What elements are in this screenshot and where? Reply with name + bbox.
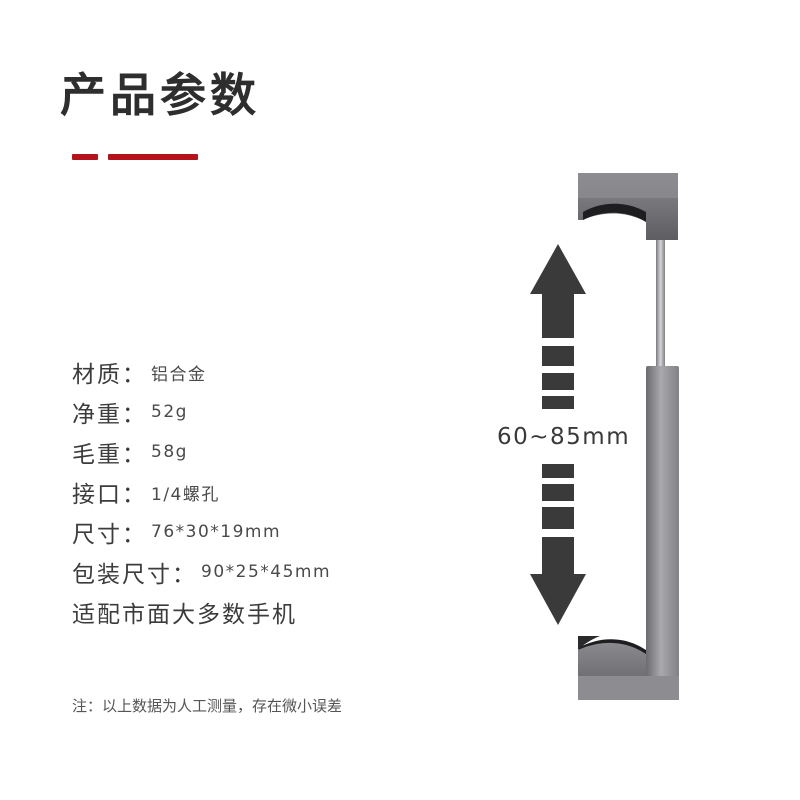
spec-label: 包装尺寸	[72, 562, 172, 588]
expand-down-arrow-icon	[530, 464, 586, 625]
spec-row-size: 尺寸： 76*30*19mm	[72, 512, 331, 552]
spec-list: 材质：铝合金 净重：52g 毛重：58g 接口：1/4螺孔 尺寸：76*30*1…	[72, 352, 331, 632]
spec-value: 58g	[151, 442, 188, 462]
spec-row-net-weight: 净重： 52g	[72, 392, 331, 432]
spec-separator: ：	[122, 402, 145, 428]
top-clamp	[578, 173, 678, 370]
spec-separator: ：	[122, 442, 145, 468]
title-accent-short	[72, 154, 98, 160]
spec-row-compatibility: 适配市面大多数手机	[72, 592, 331, 632]
spec-row-material: 材质： 铝合金	[72, 352, 331, 392]
spec-separator: ：	[172, 562, 195, 588]
spec-label: 毛重	[72, 442, 122, 468]
spec-value: 76*30*19mm	[151, 522, 282, 542]
spec-value: 52g	[151, 402, 188, 422]
bottom-clamp	[578, 636, 679, 700]
spec-label: 净重	[72, 402, 122, 428]
spec-value: 90*25*45mm	[201, 562, 332, 582]
measurement-note: 注：以上数据为人工测量，存在微小误差	[72, 697, 343, 715]
spec-value: 1/4螺孔	[151, 484, 220, 505]
spec-separator: ：	[122, 482, 145, 508]
clamp-body	[646, 366, 679, 700]
spec-separator: ：	[122, 522, 145, 548]
spec-row-interface: 接口： 1/4螺孔	[72, 472, 331, 512]
spec-label: 尺寸	[72, 522, 122, 548]
compatibility-text: 适配市面大多数手机	[72, 602, 297, 628]
title-accent-long	[108, 154, 198, 160]
spec-label: 接口	[72, 482, 122, 508]
page-title: 产品参数	[60, 68, 260, 122]
spec-label: 材质	[72, 362, 122, 388]
spec-row-gross-weight: 毛重： 58g	[72, 432, 331, 472]
spec-row-package-size: 包装尺寸： 90*25*45mm	[72, 552, 331, 592]
expand-up-arrow-icon	[530, 244, 586, 409]
spec-separator: ：	[122, 362, 145, 388]
range-label: 60~85mm	[497, 424, 631, 450]
spec-value: 铝合金	[151, 364, 207, 385]
